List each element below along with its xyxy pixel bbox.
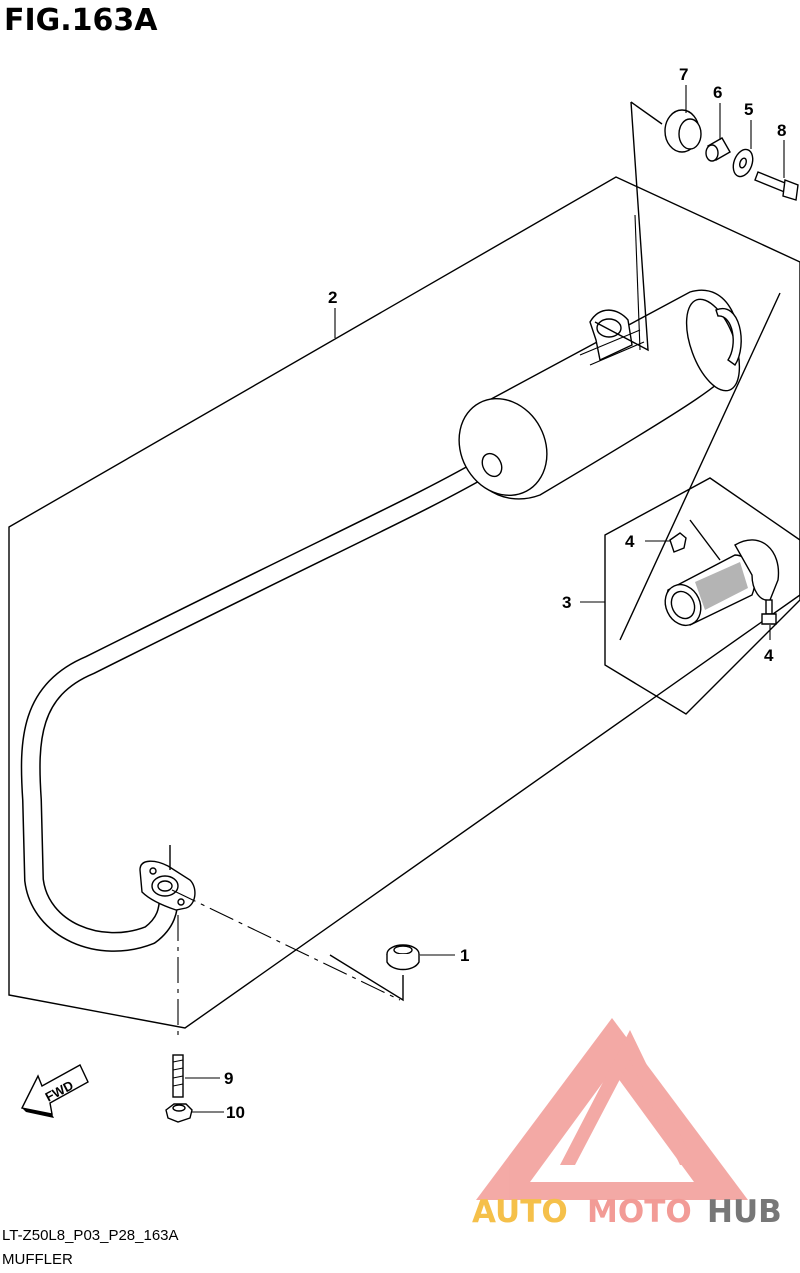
drawing-code: LT-Z50L8_P03_P28_163A xyxy=(2,1227,179,1244)
callout-8: 8 xyxy=(777,121,786,140)
exhaust-flange xyxy=(139,860,196,911)
nut-10 xyxy=(165,1103,193,1123)
screw-4a xyxy=(669,532,687,553)
callout-4a: 4 xyxy=(625,532,635,551)
callout-3: 3 xyxy=(562,593,571,612)
collar-6 xyxy=(705,137,731,162)
callout-6: 6 xyxy=(713,83,722,102)
grommet-7 xyxy=(664,109,702,153)
muffler-body xyxy=(458,289,742,500)
watermark-logo-icon xyxy=(476,1018,748,1200)
washer-5 xyxy=(732,148,754,178)
spark-arrestor xyxy=(664,539,780,627)
bolt-8 xyxy=(754,171,799,201)
spark-arrestor-inset xyxy=(604,477,800,715)
screw-4b xyxy=(761,599,777,625)
callout-10: 10 xyxy=(226,1103,245,1122)
callout-4b: 4 xyxy=(764,646,774,665)
section-name: MUFFLER xyxy=(2,1251,73,1268)
mount-leader xyxy=(594,101,649,352)
callout-1: 1 xyxy=(460,946,469,965)
watermark-text: AUTO MOTO HUB xyxy=(472,1194,782,1230)
watermark-part3: HUB xyxy=(707,1194,782,1230)
assembly-outline xyxy=(8,176,800,1029)
watermark-part1: AUTO xyxy=(472,1194,568,1230)
figure-title: FIG.163A xyxy=(4,3,158,38)
exhaust-pipe xyxy=(20,452,504,952)
watermark-part2: MOTO xyxy=(587,1194,692,1230)
callout-5: 5 xyxy=(744,100,753,119)
stud-9 xyxy=(172,1054,184,1098)
callout-2: 2 xyxy=(328,288,337,307)
callout-7: 7 xyxy=(679,65,688,84)
fwd-label: FWD xyxy=(43,1077,76,1104)
gasket-1 xyxy=(386,944,420,971)
fwd-arrow-icon: FWD xyxy=(20,1064,89,1118)
callout-9: 9 xyxy=(224,1069,233,1088)
